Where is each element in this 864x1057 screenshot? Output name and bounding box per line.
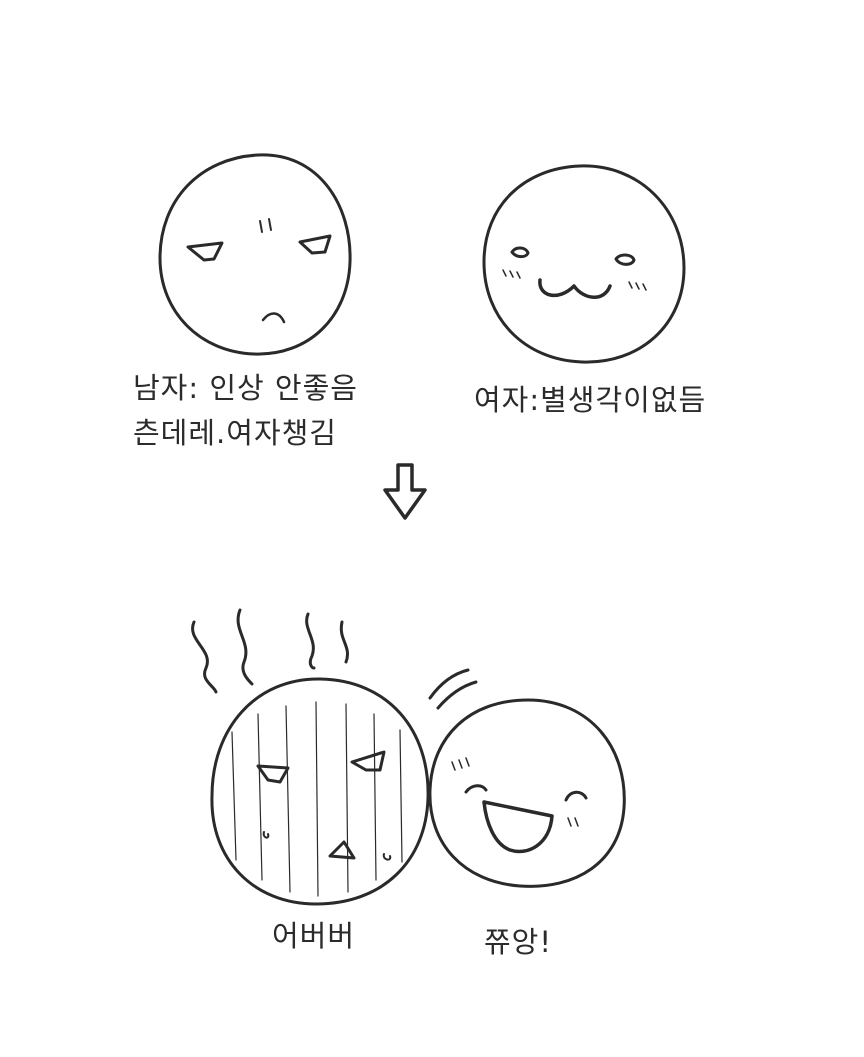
female-left-eye	[510, 246, 530, 259]
male-face-flustered	[210, 677, 430, 906]
female-laughing-right-eye	[564, 790, 588, 802]
female-description: 여자:별생각이없듬	[474, 383, 707, 417]
steam-line-3	[305, 612, 316, 670]
male-face-grumpy	[158, 153, 352, 356]
male-sweat-drop-1	[262, 831, 270, 839]
male-right-eye	[298, 234, 332, 255]
male-head-outline	[158, 153, 352, 356]
steam-line-2	[236, 608, 254, 686]
female-left-blush	[502, 269, 521, 279]
male-left-eye	[186, 241, 224, 262]
male-flustered-head-outline	[210, 677, 430, 906]
female-laughing-left-blush	[451, 757, 470, 771]
male-sweat-drop-2	[382, 853, 392, 861]
male-description-line1: 남자: 인상 안좋음	[133, 371, 358, 405]
female-smile-mouth	[538, 278, 612, 299]
steam-line-4	[339, 620, 349, 664]
steam-line-1	[191, 620, 218, 694]
female-laughing-mouth	[482, 800, 554, 854]
female-laughing-head-outline	[428, 698, 626, 888]
male-sound-effect: 어버버	[272, 919, 356, 953]
female-right-eye	[614, 253, 636, 266]
steam-lines	[191, 608, 349, 694]
female-laughing-left-eye	[464, 784, 488, 794]
male-shading-lines	[231, 701, 403, 897]
motion-lines	[428, 668, 478, 710]
male-brow-mark	[259, 218, 272, 233]
female-head-outline	[482, 164, 686, 364]
down-arrow-icon	[383, 463, 427, 520]
female-sound-effect: 쮸앙!	[484, 925, 552, 959]
male-flustered-mouth	[328, 840, 356, 860]
female-face-happy	[482, 164, 686, 364]
male-frown-mouth	[261, 312, 286, 324]
male-flustered-left-eye	[256, 764, 290, 784]
male-flustered-right-eye	[350, 750, 386, 772]
female-right-blush	[628, 281, 647, 291]
male-description-line2: 츤데레.여자챙김	[133, 416, 337, 450]
female-laughing-right-blush	[567, 817, 579, 827]
female-face-laughing	[428, 698, 626, 888]
